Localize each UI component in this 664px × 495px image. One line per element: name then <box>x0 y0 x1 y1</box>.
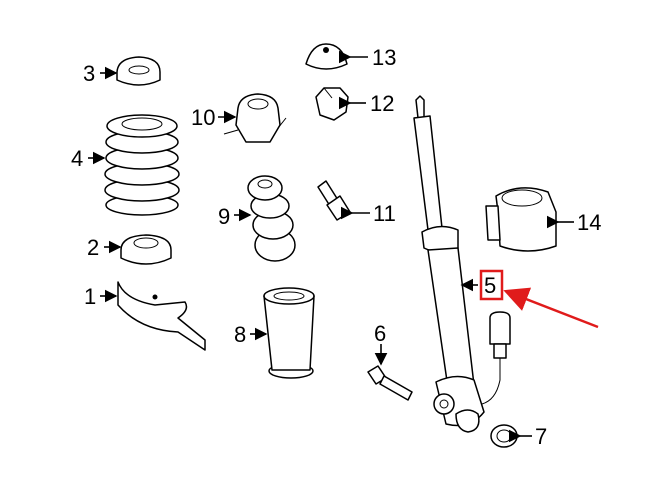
callout-6: 6 <box>374 321 386 346</box>
callout-14: 14 <box>577 210 601 235</box>
callout-8: 8 <box>234 322 246 347</box>
part-2-spring-pad <box>104 234 172 265</box>
part-14-mount-bracket <box>485 187 574 252</box>
part-6-lower-bolt <box>367 344 413 401</box>
callout-12: 12 <box>370 91 394 116</box>
callout-10: 10 <box>191 105 215 130</box>
part-1-spring-plate <box>100 281 206 351</box>
callout-5: 5 <box>484 273 496 298</box>
callout-7: 7 <box>535 424 547 449</box>
callout-3: 3 <box>83 61 95 86</box>
part-5-shock-absorber <box>413 95 511 433</box>
callout-9: 9 <box>218 204 230 229</box>
callout-2: 2 <box>87 235 99 260</box>
callout-1: 1 <box>84 284 96 309</box>
part-3-spring-seat <box>100 56 161 86</box>
part-13-dust-cap <box>305 43 368 70</box>
callout-13: 13 <box>372 45 396 70</box>
callout-4: 4 <box>71 146 83 171</box>
part-11-bolt <box>317 180 370 221</box>
part-9-bump-stop <box>234 175 296 262</box>
part-7-washer <box>490 424 532 448</box>
highlight-arrow <box>503 287 599 329</box>
part-12-nut <box>315 87 366 121</box>
part-10-top-mount <box>218 93 287 143</box>
part-8-dust-boot <box>250 287 315 379</box>
callout-11: 11 <box>373 201 396 226</box>
callout-5-highlight-box <box>479 269 504 301</box>
part-4-coil-spring <box>88 114 180 216</box>
